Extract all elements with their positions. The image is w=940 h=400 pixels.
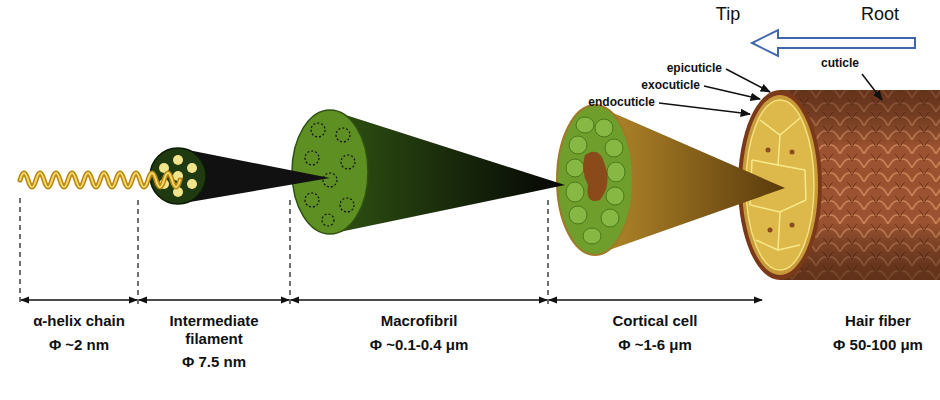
cell-nucleus [766, 148, 771, 153]
direction-arrow [752, 30, 915, 56]
dimension-label: Φ ~0.1-0.4 μm [370, 336, 469, 354]
macrofibril-face [292, 110, 368, 234]
level-name: Hair fiber [845, 312, 911, 330]
dimension-label: Φ 50-100 μm [833, 336, 923, 354]
leader-arrow [862, 74, 882, 100]
dimension-lines [21, 299, 762, 300]
cell-nucleus [790, 150, 795, 155]
layer-label: epicuticle [667, 61, 722, 75]
dimension-label: Φ ~1-6 μm [618, 336, 692, 354]
macrofibril-cells [566, 117, 625, 244]
dimension-label: Φ 7.5 nm [182, 353, 246, 371]
level-name: Intermediate filament [154, 312, 274, 348]
leader-arrow [659, 103, 750, 114]
cell-nucleus [768, 228, 773, 233]
cell-nucleus [790, 223, 795, 228]
alpha-helix [20, 173, 180, 187]
direction-label: Tip [716, 4, 740, 26]
leader-arrow [704, 86, 760, 99]
level-name: Macrofibril [381, 312, 458, 330]
level-name: Cortical cell [612, 312, 697, 330]
helix-highlight [20, 173, 180, 187]
dimension-label: Φ ~2 nm [49, 336, 109, 354]
layer-label: exocuticle [641, 78, 700, 92]
direction-label: Root [861, 4, 899, 26]
layer-label: endocuticle [588, 95, 655, 109]
leader-arrow [726, 69, 770, 92]
cortical-face [557, 105, 633, 255]
cell-core [583, 152, 608, 201]
level-name: α-helix chain [33, 312, 125, 330]
layer-label: cuticle [821, 56, 859, 70]
filament-face [150, 148, 206, 204]
dimension-ticks [20, 198, 548, 306]
filament-outlines [305, 123, 355, 226]
